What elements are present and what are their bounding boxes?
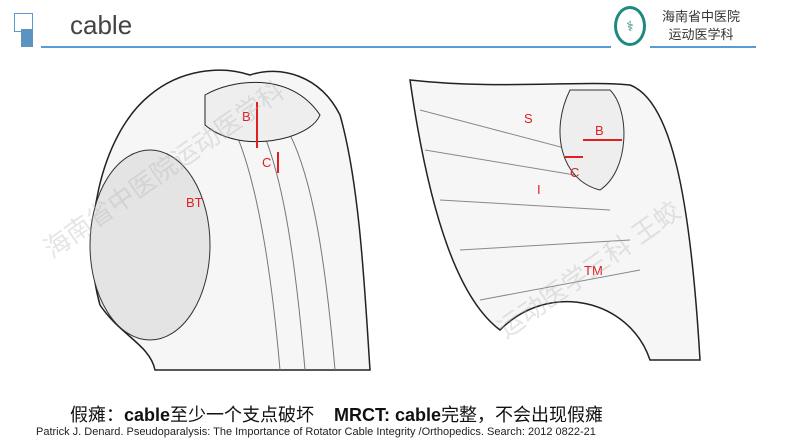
label-c: C	[570, 165, 579, 180]
label-b: B	[242, 109, 251, 124]
label-i: I	[537, 182, 541, 197]
label-tm: TM	[584, 263, 603, 278]
title-rule	[41, 46, 611, 48]
title-decoration-fill	[21, 29, 33, 47]
hospital-logo-icon: ⚕	[614, 6, 646, 46]
summary-statement: 假瘫：cable至少一个支点破坏 MRCT: cable完整，不会出现假瘫	[70, 405, 604, 425]
label-bt: BT	[186, 195, 203, 210]
label-b: B	[595, 123, 604, 138]
right-illustration: S B C I TM	[409, 79, 701, 361]
label-s: S	[524, 111, 533, 126]
hospital-name: 海南省中医院运动医学科	[662, 10, 741, 43]
slide-title: cable	[70, 10, 133, 40]
citation: Patrick J. Denard. Pseudoparalysis: The …	[36, 426, 596, 438]
label-c: C	[262, 155, 271, 170]
title-rule-right	[650, 46, 756, 48]
left-illustration: B C BT	[89, 69, 371, 371]
